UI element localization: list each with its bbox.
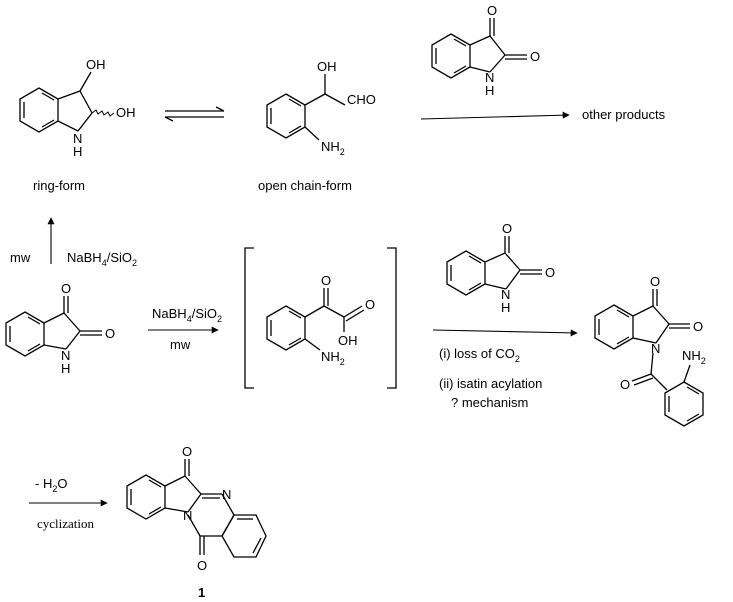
step1-label: (i) loss of CO2 [439,346,520,364]
isatin-top-o1: O [487,3,497,18]
ring-form-n: N [73,131,82,146]
isatin-top-n: N [485,70,494,85]
isatin-reagent-n: N [501,287,510,302]
isatin-start-o2: O [105,326,115,341]
cyclization-above-label: - H2O [35,476,67,494]
isatin-reagent-o2: O [545,265,555,280]
isatin-top-o2: O [530,49,540,64]
acyl-isatin-o2: O [693,319,703,334]
to-acyl-isatin-arrow [432,329,578,337]
isatin-top-structure: O O N H [431,3,540,98]
acyl-isatin-n: N [651,341,660,356]
isatin-start-n: N [61,348,70,363]
to-keto-acid-mw: mw [170,337,191,352]
compound-1-label: 1 [198,585,205,600]
keto-acid-o-keto: O [321,273,331,288]
open-chain-oh: OH [317,59,337,74]
equilibrium-arrows [164,106,225,122]
keto-acid-nh2: NH2 [321,349,345,367]
open-chain-form-structure: OH CHO NH2 [266,59,376,157]
isatin-reagent-structure: O O N H [446,221,555,315]
tryptanthrin-o-bottom: O [197,558,207,573]
acyl-isatin-o-amide: O [620,377,630,392]
keto-acid-oh: OH [338,333,358,348]
ring-form-structure: OH OH N H [19,57,136,159]
other-products-label: other products [582,107,666,122]
acyl-isatin-nh2: NH2 [682,348,706,366]
open-chain-nh2: NH2 [321,139,345,157]
ring-form-oh-side: OH [116,105,136,120]
tryptanthrin-structure: O N N O [126,444,267,573]
isatin-top-h: H [485,83,494,98]
keto-acid-o-acid: O [365,297,375,312]
acyl-isatin-o1: O [650,274,660,289]
mw-up-label: mw [10,250,31,265]
open-chain-form-label: open chain-form [258,178,352,193]
to-keto-acid-reagent: NaBH4/SiO2 [152,306,222,324]
tryptanthrin-n2: N [222,487,231,502]
isatin-start-h: H [61,361,70,376]
open-chain-cho: CHO [347,92,376,107]
acyl-isatin-structure: O O N O NH2 [594,274,706,427]
ring-form-label: ring-form [33,178,85,193]
intermediate-brackets [244,247,397,389]
isatin-reagent-o1: O [502,221,512,236]
ring-form-oh-top: OH [86,57,106,72]
keto-acid-structure: O O OH NH2 [266,273,375,367]
tryptanthrin-o-top: O [182,444,192,459]
tryptanthrin-n1: N [183,508,192,523]
isatin-start-o1: O [61,281,71,296]
isatin-reagent-h: H [501,300,510,315]
mw-up-reagent: NaBH4/SiO2 [67,250,137,268]
other-products-arrow [420,111,570,120]
ring-form-h: H [73,144,82,159]
cyclization-below-label: cyclization [37,516,95,531]
step3-label: ? mechanism [451,395,528,410]
step2-label: (ii) isatin acylation [439,376,542,391]
isatin-start-structure: O O N H [5,281,115,376]
